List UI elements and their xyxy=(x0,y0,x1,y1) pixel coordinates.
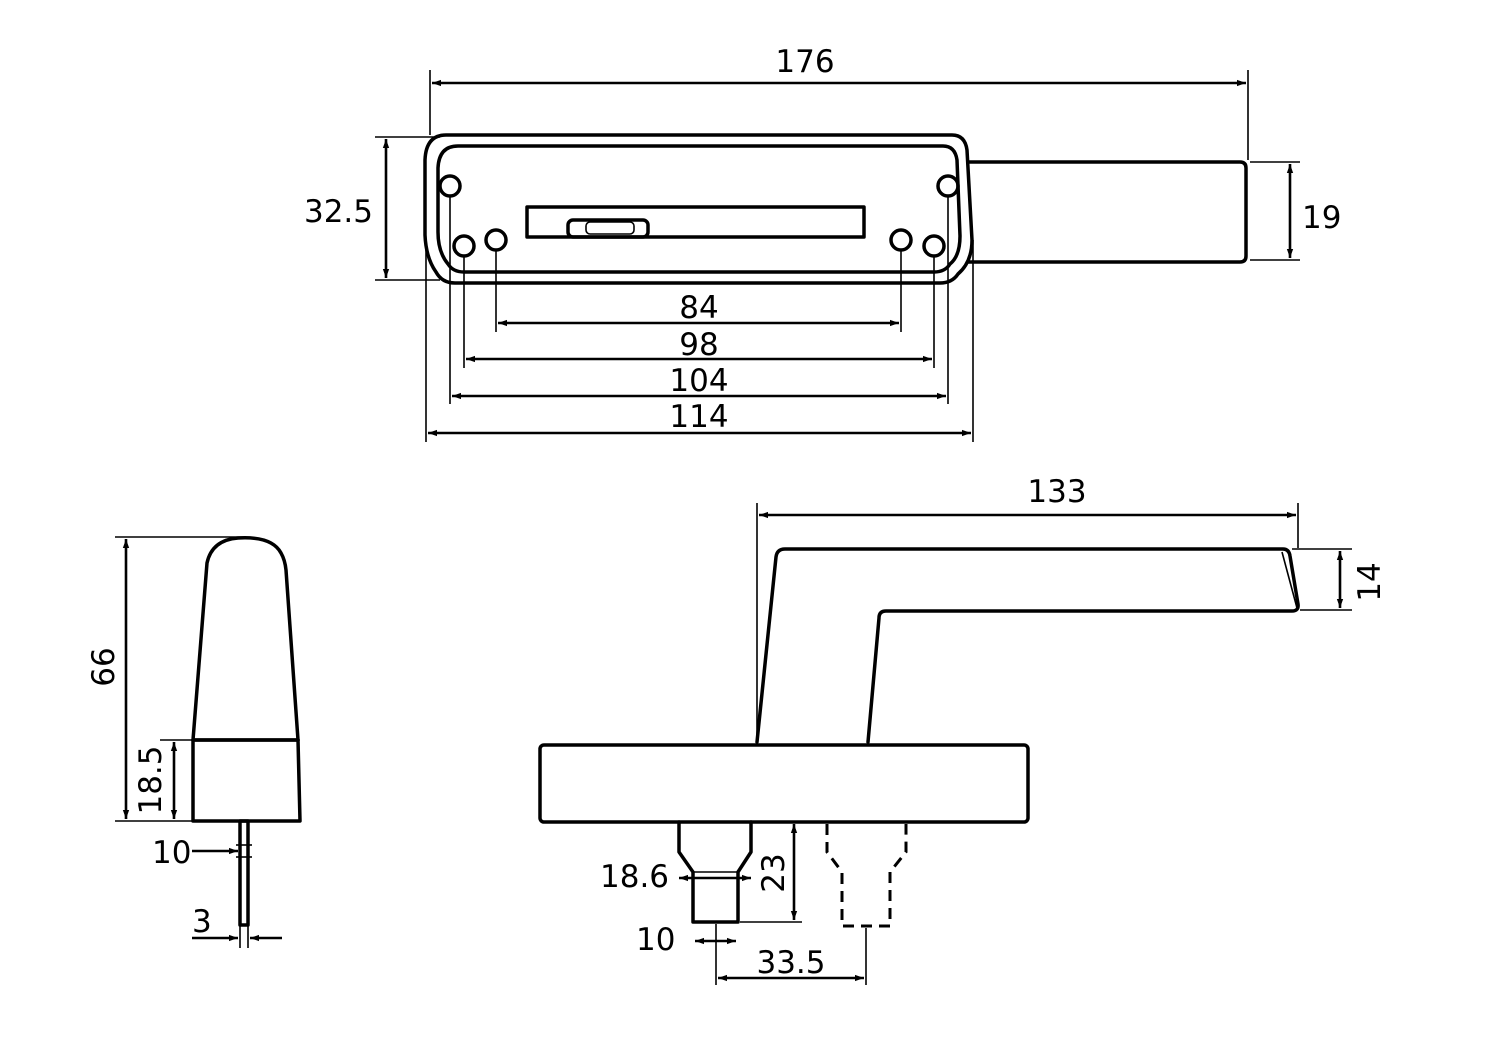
dim-98: 98 xyxy=(679,327,718,363)
dim-10-front: 10 xyxy=(636,922,675,958)
side-lever-base xyxy=(191,738,302,823)
top-base-plate-outer xyxy=(423,133,974,285)
dim-10-side: 10 xyxy=(152,835,191,871)
dim-14: 14 xyxy=(1352,562,1388,601)
top-slot-slider-inner xyxy=(585,221,635,235)
front-spindle xyxy=(677,820,753,924)
side-view: 66 18.5 10 3 xyxy=(86,536,302,948)
hole-bottom-left-outer xyxy=(452,234,476,258)
hole-top-right xyxy=(936,174,960,198)
hole-bottom-left-inner xyxy=(484,228,508,252)
dim-32-5: 32.5 xyxy=(304,194,373,230)
hole-bottom-right-inner xyxy=(889,228,913,252)
top-slot xyxy=(525,205,866,239)
front-spindle-alt xyxy=(825,824,908,928)
dim-23: 23 xyxy=(756,853,792,892)
dim-104: 104 xyxy=(669,363,728,399)
side-lever-body xyxy=(191,536,300,742)
top-slot-slider xyxy=(566,218,650,239)
top-base-plate-inner xyxy=(436,144,962,274)
dim-114: 114 xyxy=(669,399,728,435)
dim-19: 19 xyxy=(1302,200,1341,236)
dim-18-5: 18.5 xyxy=(133,745,169,814)
dim-66: 66 xyxy=(86,647,122,686)
top-view: 176 32.5 19 84 98 104 114 xyxy=(304,44,1341,442)
side-spindle xyxy=(238,819,250,927)
hole-top-left xyxy=(438,174,462,198)
front-lever xyxy=(755,547,1300,744)
front-view: 133 14 18.6 23 10 33.5 xyxy=(538,474,1388,985)
hole-bottom-right-outer xyxy=(922,234,946,258)
dim-176: 176 xyxy=(775,44,834,80)
front-rose xyxy=(538,743,1030,824)
dim-133: 133 xyxy=(1027,474,1086,510)
dim-33-5: 33.5 xyxy=(756,945,825,981)
top-lever-arm xyxy=(966,160,1248,264)
dim-18-6: 18.6 xyxy=(600,859,669,895)
dim-84: 84 xyxy=(679,290,718,326)
dim-3: 3 xyxy=(192,904,212,940)
